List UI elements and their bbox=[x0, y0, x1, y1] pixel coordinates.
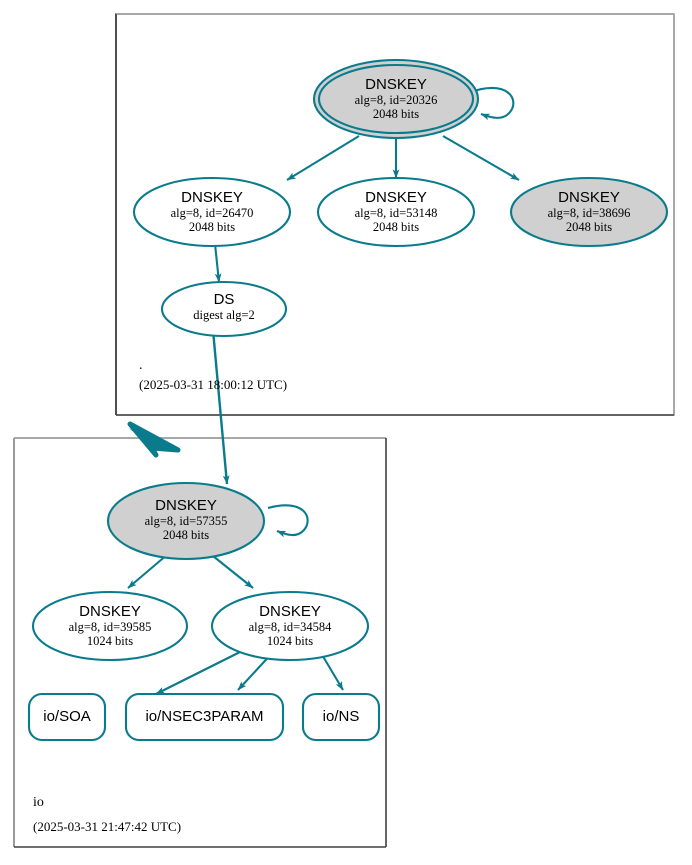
node-rrset-io-ns[interactable] bbox=[301, 692, 381, 742]
edges-root-zone bbox=[213, 87, 520, 283]
edge-20326-to-26470 bbox=[286, 135, 360, 181]
zone-cluster-root bbox=[115, 13, 675, 416]
edge-self-57355 bbox=[267, 504, 309, 538]
edges-delegation bbox=[211, 329, 230, 485]
edge-57355-to-34584 bbox=[212, 555, 254, 589]
node-dnskey-53148[interactable] bbox=[316, 176, 476, 248]
node-ds[interactable] bbox=[160, 280, 288, 338]
zone-cluster-io bbox=[13, 437, 387, 848]
edge-34584-to-soa bbox=[155, 649, 245, 695]
node-dnskey-57355[interactable] bbox=[106, 481, 266, 561]
node-dnskey-20326[interactable] bbox=[312, 58, 480, 140]
node-rrset-io-nsec3param[interactable] bbox=[124, 692, 285, 742]
edge-26470-to-ds bbox=[213, 243, 222, 283]
node-rrset-io-soa[interactable] bbox=[27, 692, 107, 742]
node-dnskey-38696[interactable] bbox=[509, 176, 669, 248]
edge-ds-to-io-ksk bbox=[211, 329, 230, 485]
edge-57355-to-39585 bbox=[127, 553, 169, 589]
node-dnskey-34584[interactable] bbox=[210, 590, 370, 662]
edge-self-20326 bbox=[467, 87, 515, 121]
node-dnskey-26470[interactable] bbox=[132, 176, 292, 248]
edge-20326-to-38696 bbox=[442, 135, 520, 181]
node-dnskey-39585[interactable] bbox=[31, 590, 189, 662]
delegation-arrowhead bbox=[127, 421, 181, 458]
